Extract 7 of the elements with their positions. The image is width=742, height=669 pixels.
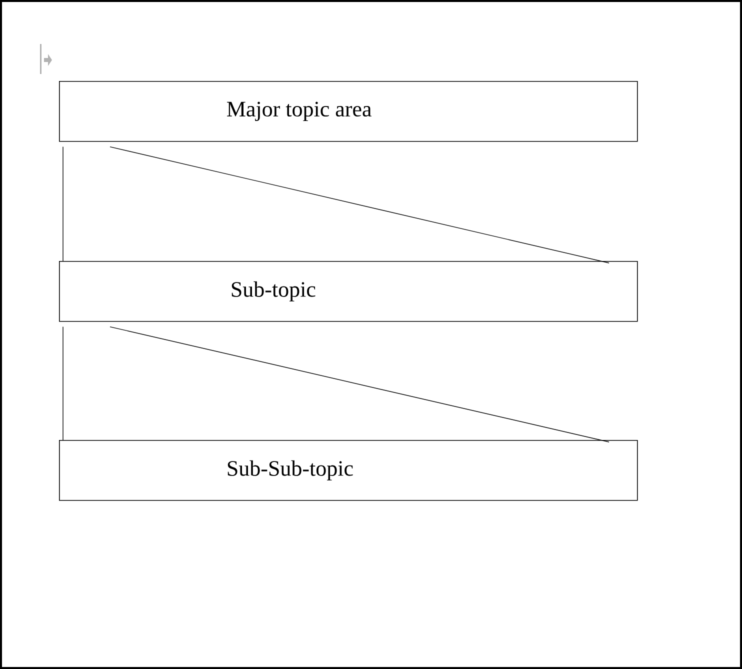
connector-line (110, 326, 610, 442)
connector-line (110, 146, 610, 264)
topic-box: Sub-topic (59, 261, 638, 322)
connector-line (62, 326, 64, 440)
topic-box: Major topic area (59, 81, 638, 142)
connector-line (62, 146, 64, 262)
topic-box: Sub-Sub-topic (59, 440, 638, 501)
